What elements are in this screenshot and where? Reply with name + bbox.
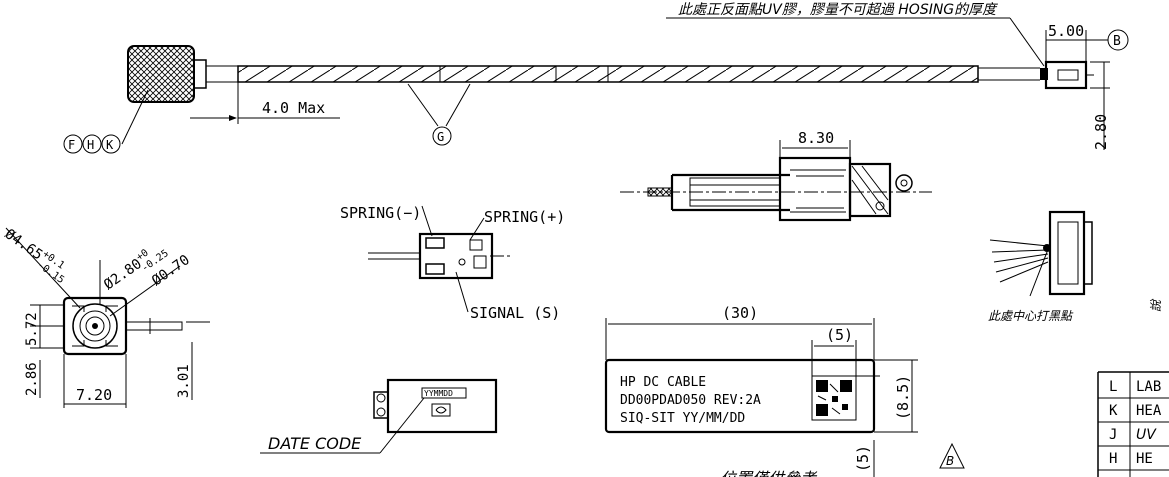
dim-3-01: 3.01 bbox=[176, 364, 192, 398]
dim-30: (30) bbox=[722, 304, 758, 322]
plug-front-view: Ø4.65+0.1-0.15 Ø2.80+0-0.25 Ø0.70 5.72 2… bbox=[0, 225, 210, 408]
dim-5-bottom: (5) bbox=[854, 445, 872, 472]
dim-8-5: (8.5) bbox=[894, 375, 912, 420]
dim-5-top: (5) bbox=[826, 326, 853, 344]
date-code-label: DATE CODE bbox=[268, 434, 362, 453]
edge-text: 說 bbox=[1149, 298, 1163, 312]
dim-5-72: 5.72 bbox=[24, 312, 40, 346]
revision-triangle bbox=[939, 442, 965, 469]
connector-side-view: 此處中心打黑點 bbox=[988, 210, 1093, 323]
dim-2-86: 2.86 bbox=[24, 362, 40, 396]
table-row-k-desc: HEA bbox=[1136, 403, 1162, 419]
svg-text:B: B bbox=[946, 454, 954, 468]
label-line-2: DD00PDAD050 REV:2A bbox=[620, 393, 761, 408]
table-row-l-desc: LAB bbox=[1136, 379, 1161, 395]
label-line-1: HP DC CABLE bbox=[620, 375, 706, 390]
dc-plug-head bbox=[127, 45, 195, 103]
table-row-k-id: K bbox=[1109, 403, 1118, 419]
right-connector bbox=[1044, 60, 1088, 90]
cable-label: HP DC CABLE DD00PDAD050 REV:2A SIQ-SIT Y… bbox=[604, 304, 965, 477]
table-row-j-id: J bbox=[1109, 427, 1117, 443]
spring-connector-view: SPRING(−) SPRING(+) SIGNAL (S) bbox=[340, 204, 565, 322]
svg-text:F: F bbox=[68, 138, 75, 152]
signal-label: SIGNAL (S) bbox=[470, 304, 560, 322]
table-row-l-id: L bbox=[1109, 379, 1117, 395]
top-note: 此處正反面點UV膠，膠量不可超過 HOSING的厚度 bbox=[678, 2, 998, 18]
dim-5-00: 5.00 bbox=[1048, 22, 1084, 40]
balloon-f bbox=[63, 134, 83, 154]
svg-text:H: H bbox=[87, 138, 94, 152]
bottom-cjk-note: 位置僅供參考 bbox=[720, 469, 818, 477]
svg-text:G: G bbox=[437, 130, 444, 144]
table-row-j-desc: UV bbox=[1136, 427, 1157, 443]
qr-code bbox=[811, 375, 857, 421]
spring-neg-label: SPRING(−) bbox=[340, 204, 421, 222]
center-black-note: 此處中心打黑點 bbox=[988, 309, 1074, 323]
balloon-g bbox=[432, 126, 452, 146]
date-stamp: YYMMDD bbox=[424, 389, 453, 398]
table-row-h-id: H bbox=[1109, 451, 1117, 467]
svg-text:B: B bbox=[1113, 34, 1121, 49]
label-line-3: SIQ-SIT YY/MM/DD bbox=[620, 411, 745, 426]
dim-4-0-max: 4.0 Max bbox=[262, 99, 325, 117]
cable-top-view: 4.0 Max G F H K 此處正反面點UV膠，膠量不可超過 HOSING的… bbox=[63, 2, 1129, 154]
table-row-h-desc: HE bbox=[1136, 451, 1153, 467]
dim-2-80: 2.80 bbox=[1092, 114, 1110, 150]
svg-text:K: K bbox=[106, 138, 114, 152]
dim-7-20: 7.20 bbox=[76, 386, 112, 404]
dim-8-30: 8.30 bbox=[798, 129, 834, 147]
date-code-view: YYMMDD DATE CODE bbox=[260, 378, 498, 454]
balloon-k bbox=[101, 134, 121, 154]
spring-pos-label: SPRING(+) bbox=[484, 208, 565, 226]
dim-d465: Ø4.65+0.1-0.15 bbox=[0, 225, 73, 286]
parts-table: L LAB K HEA J UV H HE bbox=[1097, 371, 1169, 477]
section-view: 8.30 bbox=[620, 129, 932, 222]
balloon-h bbox=[82, 134, 102, 154]
